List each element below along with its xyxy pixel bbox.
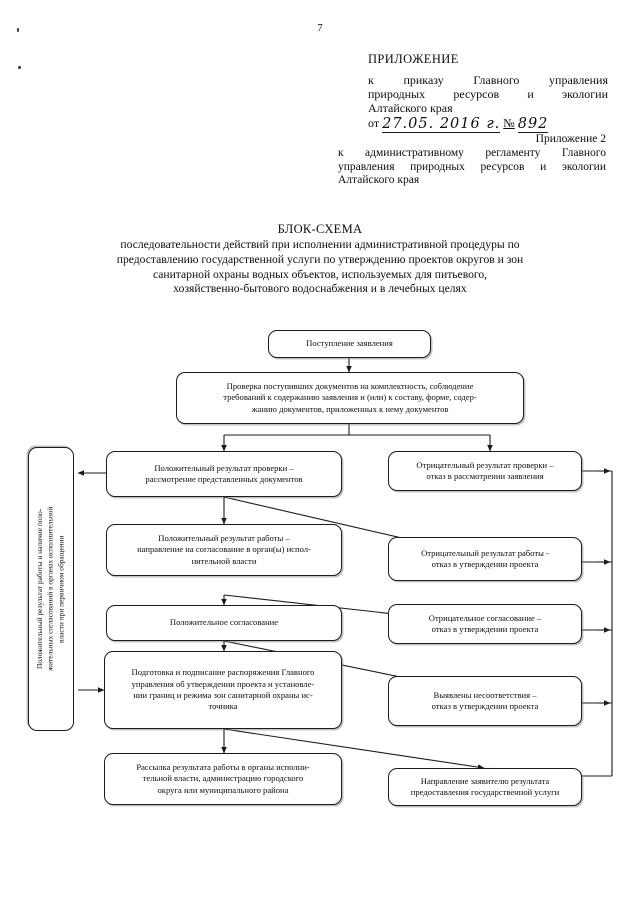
node-text: рассмотрение представленных документов (145, 474, 303, 484)
node-document-check[interactable]: Проверка поступивших документов на компл… (176, 372, 524, 424)
node-positive-work-result[interactable]: Положительный результат работы – направл… (106, 524, 342, 576)
node-text: управления об утверждении проекта и уста… (131, 678, 315, 689)
header-date-line: от 27.05. 2016 г. № 892 (368, 116, 549, 134)
node-applicant-notification[interactable]: Направление заявителю результата предост… (388, 768, 582, 806)
node-text: власти при первичном обращении (56, 535, 66, 643)
header-line-2: природных ресурсов и экологии (368, 87, 608, 102)
node-text: жительных согласований в органах исполни… (45, 506, 55, 672)
number-label: № (503, 116, 515, 131)
title-sub-line: предоставлению государственной услуги по… (116, 252, 524, 266)
header-line-3: Алтайского края (368, 101, 453, 116)
title-sub-line: хозяйственно-бытового водоснабжения и в … (173, 282, 467, 296)
date-handwritten: 27.05. 2016 г. (382, 116, 501, 134)
regulation-line-1: к административному регламенту Главного (338, 146, 606, 159)
node-text: Выявлены несоответствия – (433, 689, 537, 700)
document-title-block: БЛОК-СХЕМА последовательности действий п… (60, 222, 580, 297)
node-text: предоставления государственной услуги (410, 787, 560, 797)
node-text: отказ в рассмотрении заявления (426, 471, 544, 481)
title-subtitle: последовательности действий при исполнен… (60, 238, 580, 297)
node-positive-result-with-approvals[interactable]: Положительный результат работы и наличие… (28, 447, 74, 731)
node-text: Отрицательный результат работы - (421, 547, 549, 558)
node-text: точника (208, 701, 238, 712)
node-text: Положительный результат проверки – (154, 462, 294, 473)
node-text: Рассылка результата работы в органы испо… (136, 761, 310, 772)
node-text: отказ в утверждении проекта (431, 701, 539, 711)
title-sub-line: последовательности действий при исполнен… (120, 238, 520, 251)
node-text: направление на согласование в орган(ы) и… (137, 544, 311, 555)
node-text: Отрицательное согласование – (428, 612, 542, 623)
regulation-line-3: Алтайского края (338, 174, 420, 187)
node-text: жанию документов, приложенных к нему док… (251, 403, 449, 414)
title-main: БЛОК-СХЕМА (277, 222, 363, 236)
header-regulation-block: Приложение 2 к административному регламе… (338, 133, 606, 188)
node-text: Проверка поступивших документов на компл… (226, 380, 474, 391)
header-appendix-block: ПРИЛОЖЕНИЕ к приказу Главного управления… (368, 52, 608, 134)
number-handwritten: 892 (517, 116, 549, 134)
regulation-line-2: управления природных ресурсов и экологии (338, 160, 606, 173)
node-text: Направление заявителю результата (420, 775, 550, 786)
node-text: Положительный результат работы и наличие… (34, 508, 44, 670)
node-text: Положительный результат работы – (158, 532, 290, 543)
node-text: требований к содержанию заявления и (или… (223, 392, 477, 403)
node-text: тельной власти, администрацию городского (142, 773, 304, 784)
node-text: Отрицательный результат проверки – (416, 459, 554, 470)
node-text: округа или муниципального района (157, 784, 289, 795)
page-number: 7 (317, 22, 323, 34)
node-negative-approval[interactable]: Отрицательное согласование – отказ в утв… (388, 604, 582, 644)
node-discrepancies-found[interactable]: Выявлены несоответствия – отказ в утверж… (388, 676, 582, 726)
node-positive-check-result[interactable]: Положительный результат проверки – рассм… (106, 451, 342, 497)
appendix-label: Приложение 2 (535, 133, 606, 145)
node-result-dispatch[interactable]: Рассылка результата работы в органы испо… (104, 753, 342, 805)
header-line-1: к приказу Главного управления (368, 73, 608, 87)
node-text: отказ в утверждении проекта (431, 624, 539, 634)
node-negative-check-result[interactable]: Отрицательный результат проверки – отказ… (388, 451, 582, 491)
node-text: Поступление заявления (306, 338, 393, 349)
header-title: ПРИЛОЖЕНИЕ (368, 52, 459, 66)
node-text: Положительное согласование (169, 617, 279, 628)
date-prefix: от (368, 116, 380, 131)
node-text: нии границ и режима зон санитарной охран… (133, 690, 313, 700)
node-text: Подготовка и подписание распоряжения Гла… (131, 667, 315, 678)
node-negative-work-result[interactable]: Отрицательный результат работы - отказ в… (388, 537, 582, 581)
scan-speck (17, 28, 19, 32)
node-positive-approval[interactable]: Положительное согласование (106, 605, 342, 641)
node-text: отказ в утверждении проекта (431, 559, 539, 569)
node-application-received[interactable]: Поступление заявления (268, 330, 431, 358)
scan-speck (18, 66, 21, 69)
node-order-preparation[interactable]: Подготовка и подписание распоряжения Гла… (104, 651, 342, 729)
title-sub-line: санитарной охраны водных объектов, испол… (152, 267, 488, 281)
node-text: нительной власти (191, 555, 257, 566)
header-order-reference: к приказу Главного управления природных … (368, 73, 608, 134)
